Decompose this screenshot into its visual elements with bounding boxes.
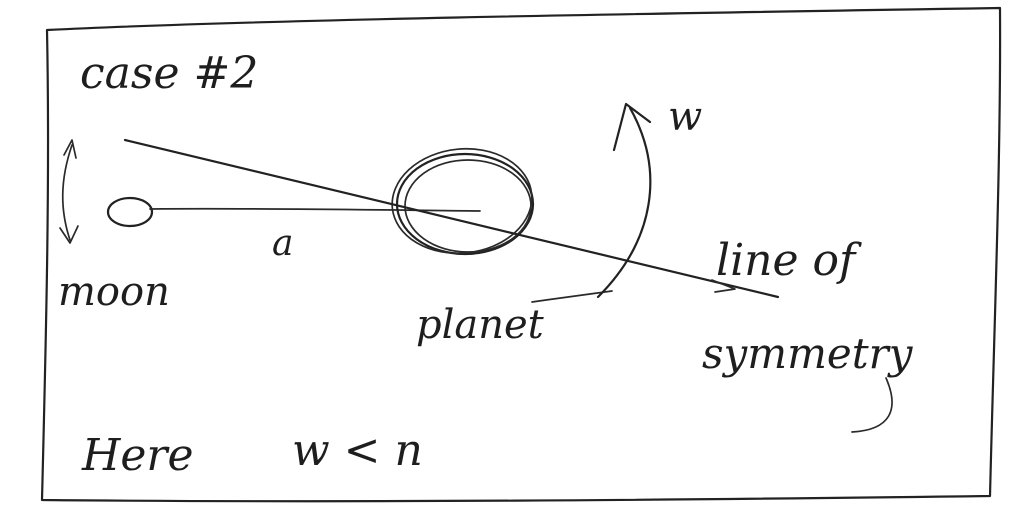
case-title: case #2	[80, 48, 258, 99]
symmetry-line-arrowhead	[711, 279, 736, 293]
planet-label-leader	[531, 290, 613, 303]
moon-circle	[106, 196, 154, 228]
symmetry-line	[123, 138, 780, 299]
rotation-arrow	[596, 102, 652, 299]
separation-label-a: a	[272, 223, 293, 264]
here-label: Here	[81, 430, 193, 481]
moon-label: moon	[58, 269, 170, 315]
separation-line	[149, 207, 481, 212]
omega-label: w	[668, 94, 702, 140]
planet-label: planet	[416, 302, 545, 348]
moon-libration-arrow	[59, 139, 79, 244]
symmetry-label-line1: line of	[716, 235, 862, 286]
relation-label: w < n	[292, 425, 423, 476]
sketch-frame	[40, 6, 1002, 503]
symmetry-label-line2: symmetry	[702, 329, 914, 378]
planet-circle	[391, 147, 535, 256]
symmetry-label-tail	[851, 377, 893, 433]
